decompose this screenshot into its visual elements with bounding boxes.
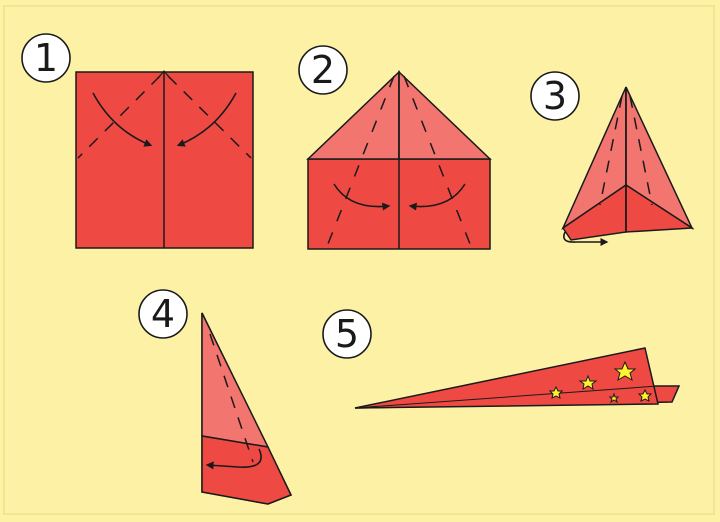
step-badge-2: 2 <box>298 45 348 95</box>
step-number-5: 5 <box>335 312 359 356</box>
step-2: 2 <box>298 45 492 250</box>
step-badge-5: 5 <box>322 309 372 359</box>
step-badge-4: 4 <box>138 289 188 339</box>
folded-arrow-shape-icon <box>561 86 695 246</box>
step-1: 1 <box>21 33 254 249</box>
step-number-2: 2 <box>311 48 335 92</box>
folded-top-triangle-icon <box>306 70 492 250</box>
half-folded-plane-icon <box>201 312 293 505</box>
step-number-1: 1 <box>34 36 58 80</box>
step-number-4: 4 <box>151 292 175 336</box>
square-sheet-fold-icon <box>75 70 254 249</box>
step-4: 4 <box>138 289 293 505</box>
step-5: 5 <box>322 309 681 409</box>
step-badge-1: 1 <box>21 33 71 83</box>
step-number-3: 3 <box>543 74 567 118</box>
step-badge-3: 3 <box>530 71 580 121</box>
step-3: 3 <box>530 71 695 246</box>
star-decoration <box>548 360 653 404</box>
finished-paper-plane-icon <box>354 347 681 409</box>
frame <box>3 5 715 515</box>
